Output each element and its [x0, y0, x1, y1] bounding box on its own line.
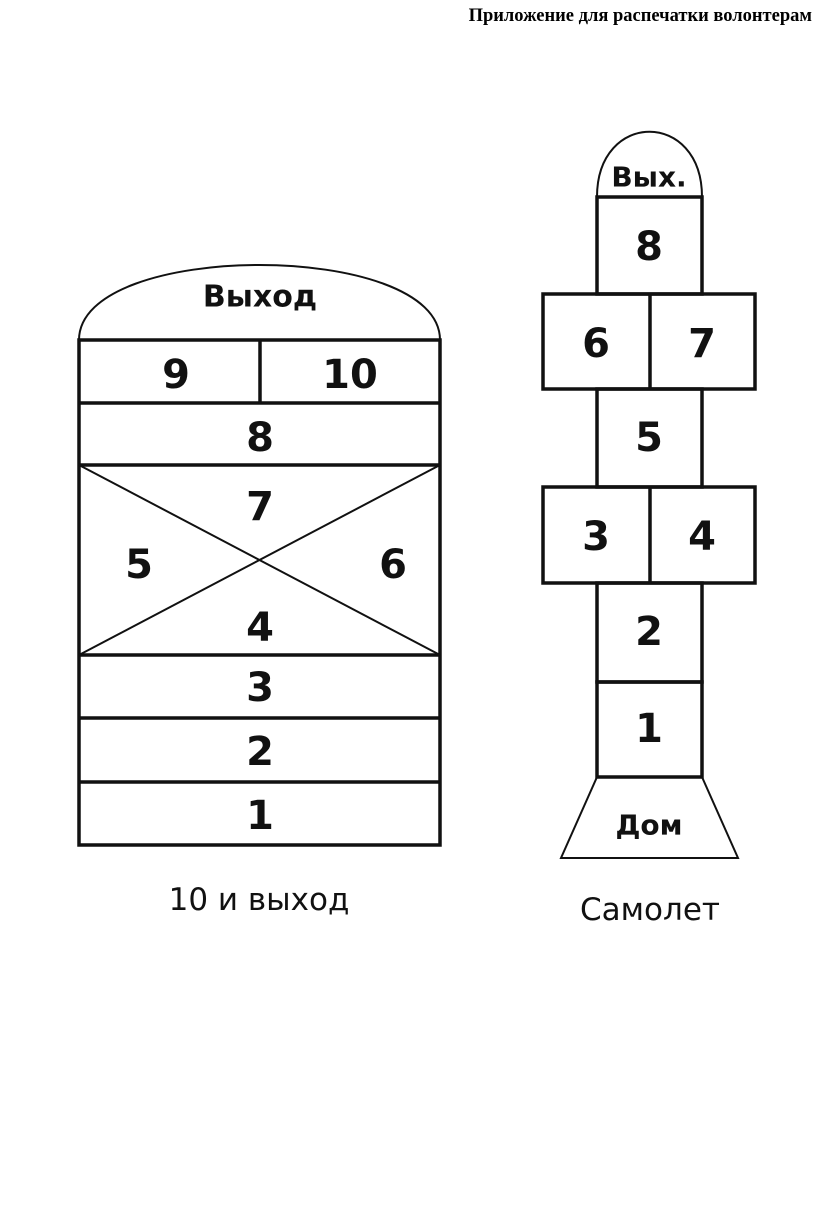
right-hopscotch-diagram: Вых. 8 6 7 5 3 4 2 1 Дом Самолет	[541, 130, 757, 928]
left-exit-arch	[78, 264, 441, 341]
cell-2: 2	[246, 729, 274, 775]
left-cross-diagonal	[78, 464, 441, 656]
right-cell-1: 1	[635, 706, 663, 752]
right-cell-8: 8	[635, 224, 663, 270]
right-home-label: Дом	[615, 809, 682, 842]
cell-1: 1	[246, 793, 274, 839]
page-header: Приложение для распечатки волонтерам	[468, 6, 812, 26]
cell-4: 4	[246, 605, 274, 651]
right-exit-label: Вых.	[611, 161, 686, 194]
right-exit-arch	[596, 130, 703, 198]
right-diagram-caption: Самолет	[580, 892, 720, 928]
right-home-trapezoid	[559, 776, 740, 859]
right-cell-7: 7	[688, 321, 716, 367]
cell-6: 6	[379, 542, 407, 588]
cell-3: 3	[246, 665, 274, 711]
right-cell-2: 2	[635, 609, 663, 655]
cell-7: 7	[246, 484, 274, 530]
left-exit-label: Выход	[203, 280, 317, 315]
cell-8: 8	[246, 415, 274, 461]
right-cell-3: 3	[582, 514, 610, 560]
left-hopscotch-diagram: Выход 9 10 8 7 5 6 4 3 2 1 10 и выход	[77, 264, 442, 918]
cell-9: 9	[162, 352, 190, 398]
cell-5: 5	[125, 542, 153, 588]
cell-10: 10	[322, 352, 378, 398]
left-diagram-caption: 10 и выход	[169, 882, 350, 918]
right-cell-5: 5	[635, 415, 663, 461]
right-cell-4: 4	[688, 514, 716, 560]
right-cell-6: 6	[582, 321, 610, 367]
